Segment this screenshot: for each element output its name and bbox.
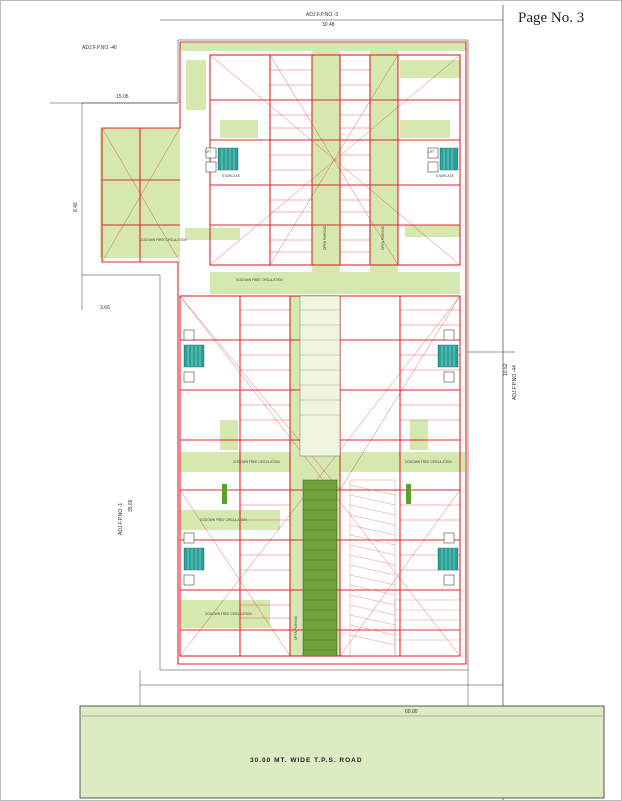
diagonal-lines — [101, 54, 461, 657]
staircase-tag: STAIRCASE — [436, 174, 454, 178]
parking-tag: OPEN PARKING — [323, 225, 327, 250]
north-adjoining-label: ADJ.F.P.NO.-3 — [306, 12, 339, 18]
top-dimension: 30.48 — [322, 22, 335, 28]
east-dimension: 10.52 — [503, 363, 509, 376]
parking-tag: OPEN PARKING — [294, 615, 298, 640]
passage-tag: GODOWN FREE CIRCULATION — [140, 238, 187, 242]
parking-hatch — [349, 479, 461, 657]
central-ramp — [299, 295, 341, 657]
road-label: 30.00 MT. WIDE T.P.S. ROAD — [250, 757, 363, 764]
west-dimension: 35.66 — [128, 499, 134, 512]
passage-tag: GODOWN FREE CIRCULATION — [405, 460, 452, 464]
stair-treads — [187, 148, 455, 570]
road-dimension: 60.00 — [405, 709, 418, 715]
partition-lines — [240, 69, 460, 619]
passage-tag: GODOWN FREE CIRCULATION — [205, 612, 252, 616]
markers — [222, 484, 411, 504]
west-adjoining-label: ADJ.F.P.NO.-1 — [118, 502, 124, 535]
green-zones — [100, 43, 466, 656]
staircase-tag: STAIRCASE — [222, 174, 240, 178]
lift-boxes — [183, 147, 455, 586]
lift-tag: LIFT — [205, 150, 212, 154]
road-strip — [79, 670, 605, 799]
left-mid-dimension: 8.46 — [73, 202, 79, 212]
lift-tag: LIFT — [428, 150, 435, 154]
plot-boundary — [50, 19, 515, 686]
staircases — [183, 147, 459, 571]
page-number: Page No. 3 — [518, 10, 585, 26]
northwest-adjoining-label: ADJ.F.P.NO.-46 — [82, 45, 117, 51]
parking-tag: OPEN PARKING — [381, 225, 385, 250]
passage-tag: GODOWN FREE CIRCULATION — [236, 278, 283, 282]
upper-left-dimension: 15.05 — [116, 94, 129, 100]
east-adjoining-label: ADJ.F.P.NO.-44 — [512, 365, 518, 400]
step-dimension: 3.66 — [100, 305, 110, 311]
passage-tag: GODOWN FREE CIRCULATION — [233, 460, 280, 464]
passage-tag: GODOWN FREE CIRCULATION — [200, 518, 247, 522]
